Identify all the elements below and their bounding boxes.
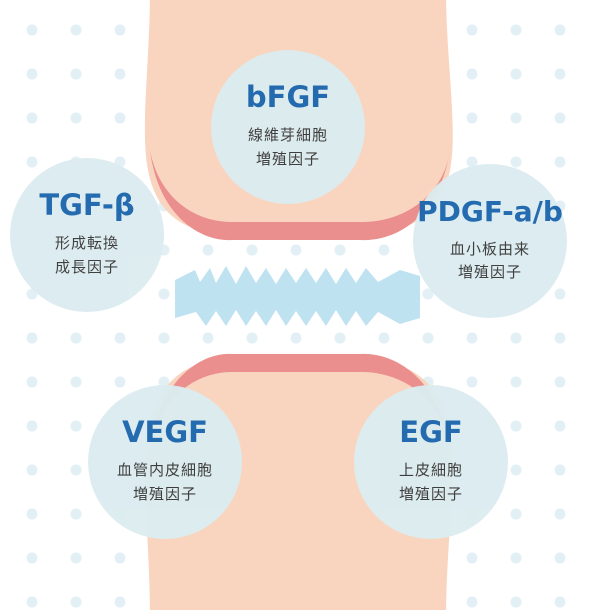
factor-description-bfgf: 線維芽細胞 増殖因子 <box>248 124 328 171</box>
factor-name-bfgf: bFGF <box>246 83 330 112</box>
synovial-fluid <box>175 266 420 326</box>
factor-circle-pdgf: PDGF-a/b 血小板由来 増殖因子 <box>413 164 567 318</box>
factor-circle-bfgf: bFGF 線維芽細胞 増殖因子 <box>211 50 365 204</box>
factor-description-tgf-beta: 形成転換 成長因子 <box>55 232 119 279</box>
factor-description-line1: 形成転換 <box>55 232 119 255</box>
factor-description-line1: 線維芽細胞 <box>248 124 328 147</box>
factor-circle-vegf: VEGF 血管内皮細胞 増殖因子 <box>88 385 242 539</box>
factor-name-tgf-beta: TGF-β <box>39 191 134 220</box>
factor-name-pdgf: PDGF-a/b <box>417 198 563 226</box>
factor-description-line1: 血管内皮細胞 <box>117 459 213 482</box>
factor-description-line2: 増殖因子 <box>248 148 328 171</box>
factor-circle-tgf-beta: TGF-β 形成転換 成長因子 <box>10 158 164 312</box>
factor-name-vegf: VEGF <box>122 418 208 447</box>
factor-description-line2: 増殖因子 <box>450 261 530 284</box>
factor-description-line2: 増殖因子 <box>399 483 463 506</box>
factor-description-line1: 上皮細胞 <box>399 459 463 482</box>
factor-description-line1: 血小板由来 <box>450 238 530 261</box>
factor-description-pdgf: 血小板由来 増殖因子 <box>450 238 530 285</box>
factor-description-egf: 上皮細胞 増殖因子 <box>399 459 463 506</box>
factor-description-line2: 増殖因子 <box>117 483 213 506</box>
factor-circle-egf: EGF 上皮細胞 増殖因子 <box>354 385 508 539</box>
factor-description-line2: 成長因子 <box>55 256 119 279</box>
factor-description-vegf: 血管内皮細胞 増殖因子 <box>117 459 213 506</box>
factor-name-egf: EGF <box>399 418 462 447</box>
